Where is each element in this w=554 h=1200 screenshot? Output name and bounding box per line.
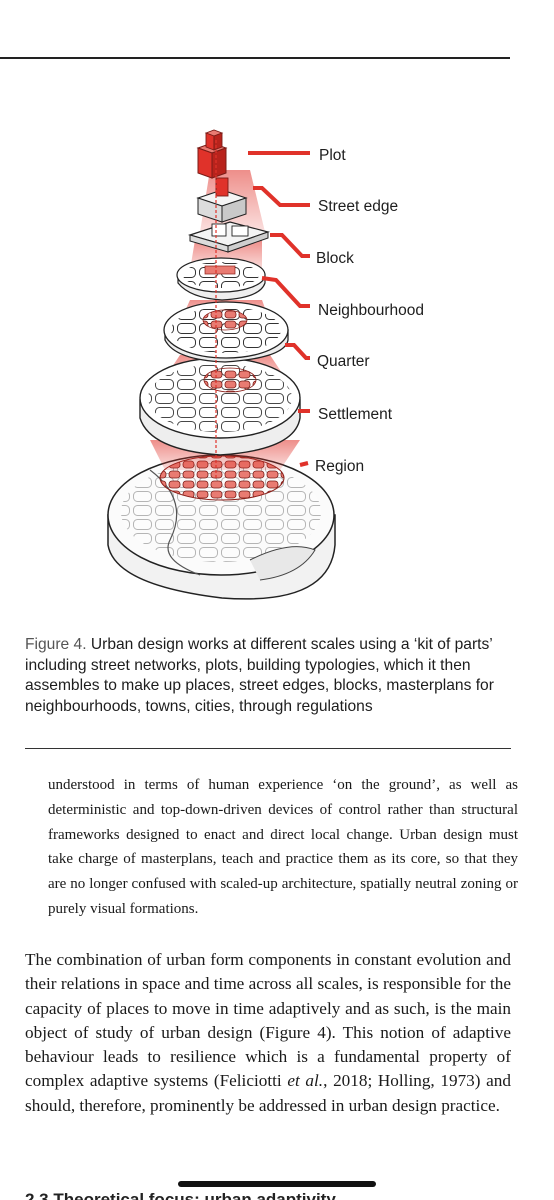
- label-neighbourhood: Neighbourhood: [318, 302, 424, 319]
- label-street-edge: Street edge: [318, 198, 398, 215]
- caption-text: Urban design works at different scales u…: [25, 636, 494, 715]
- settlement-disk: [139, 357, 301, 456]
- figure-4-illustration: Plot Street edge Block Neighbourhood Qua…: [0, 110, 554, 630]
- figure-caption: Figure 4. Urban design works at differen…: [25, 635, 515, 717]
- block-model: [187, 221, 271, 253]
- neighbourhood-disk: [176, 257, 266, 301]
- region-disk: [107, 454, 336, 600]
- plot-model: [196, 129, 228, 179]
- label-region: Region: [315, 458, 364, 475]
- figure-label: Figure 4.: [25, 636, 87, 653]
- quarter-disk: [163, 301, 289, 363]
- body-paragraph: The combination of urban form components…: [25, 948, 511, 1118]
- label-settlement: Settlement: [318, 406, 393, 423]
- block-quote: understood in terms of human experience …: [48, 773, 518, 922]
- label-quarter: Quarter: [317, 353, 370, 370]
- citation-italic: et al.: [287, 1071, 324, 1091]
- top-rule: [0, 57, 510, 59]
- scales-diagram: Plot Street edge Block Neighbourhood Qua…: [107, 129, 424, 600]
- paragraph-text: The combination of urban form components…: [25, 950, 511, 1115]
- caption-rule: [25, 748, 511, 749]
- section-heading: 2.3 Theoretical focus: urban adaptivity: [25, 1190, 336, 1200]
- label-plot: Plot: [319, 147, 346, 164]
- scale-labels: Plot Street edge Block Neighbourhood Qua…: [315, 147, 424, 475]
- label-block: Block: [316, 250, 354, 267]
- quote-text: understood in terms of human experience …: [48, 777, 518, 917]
- home-indicator[interactable]: [178, 1181, 376, 1187]
- callout-leaders: [248, 151, 310, 467]
